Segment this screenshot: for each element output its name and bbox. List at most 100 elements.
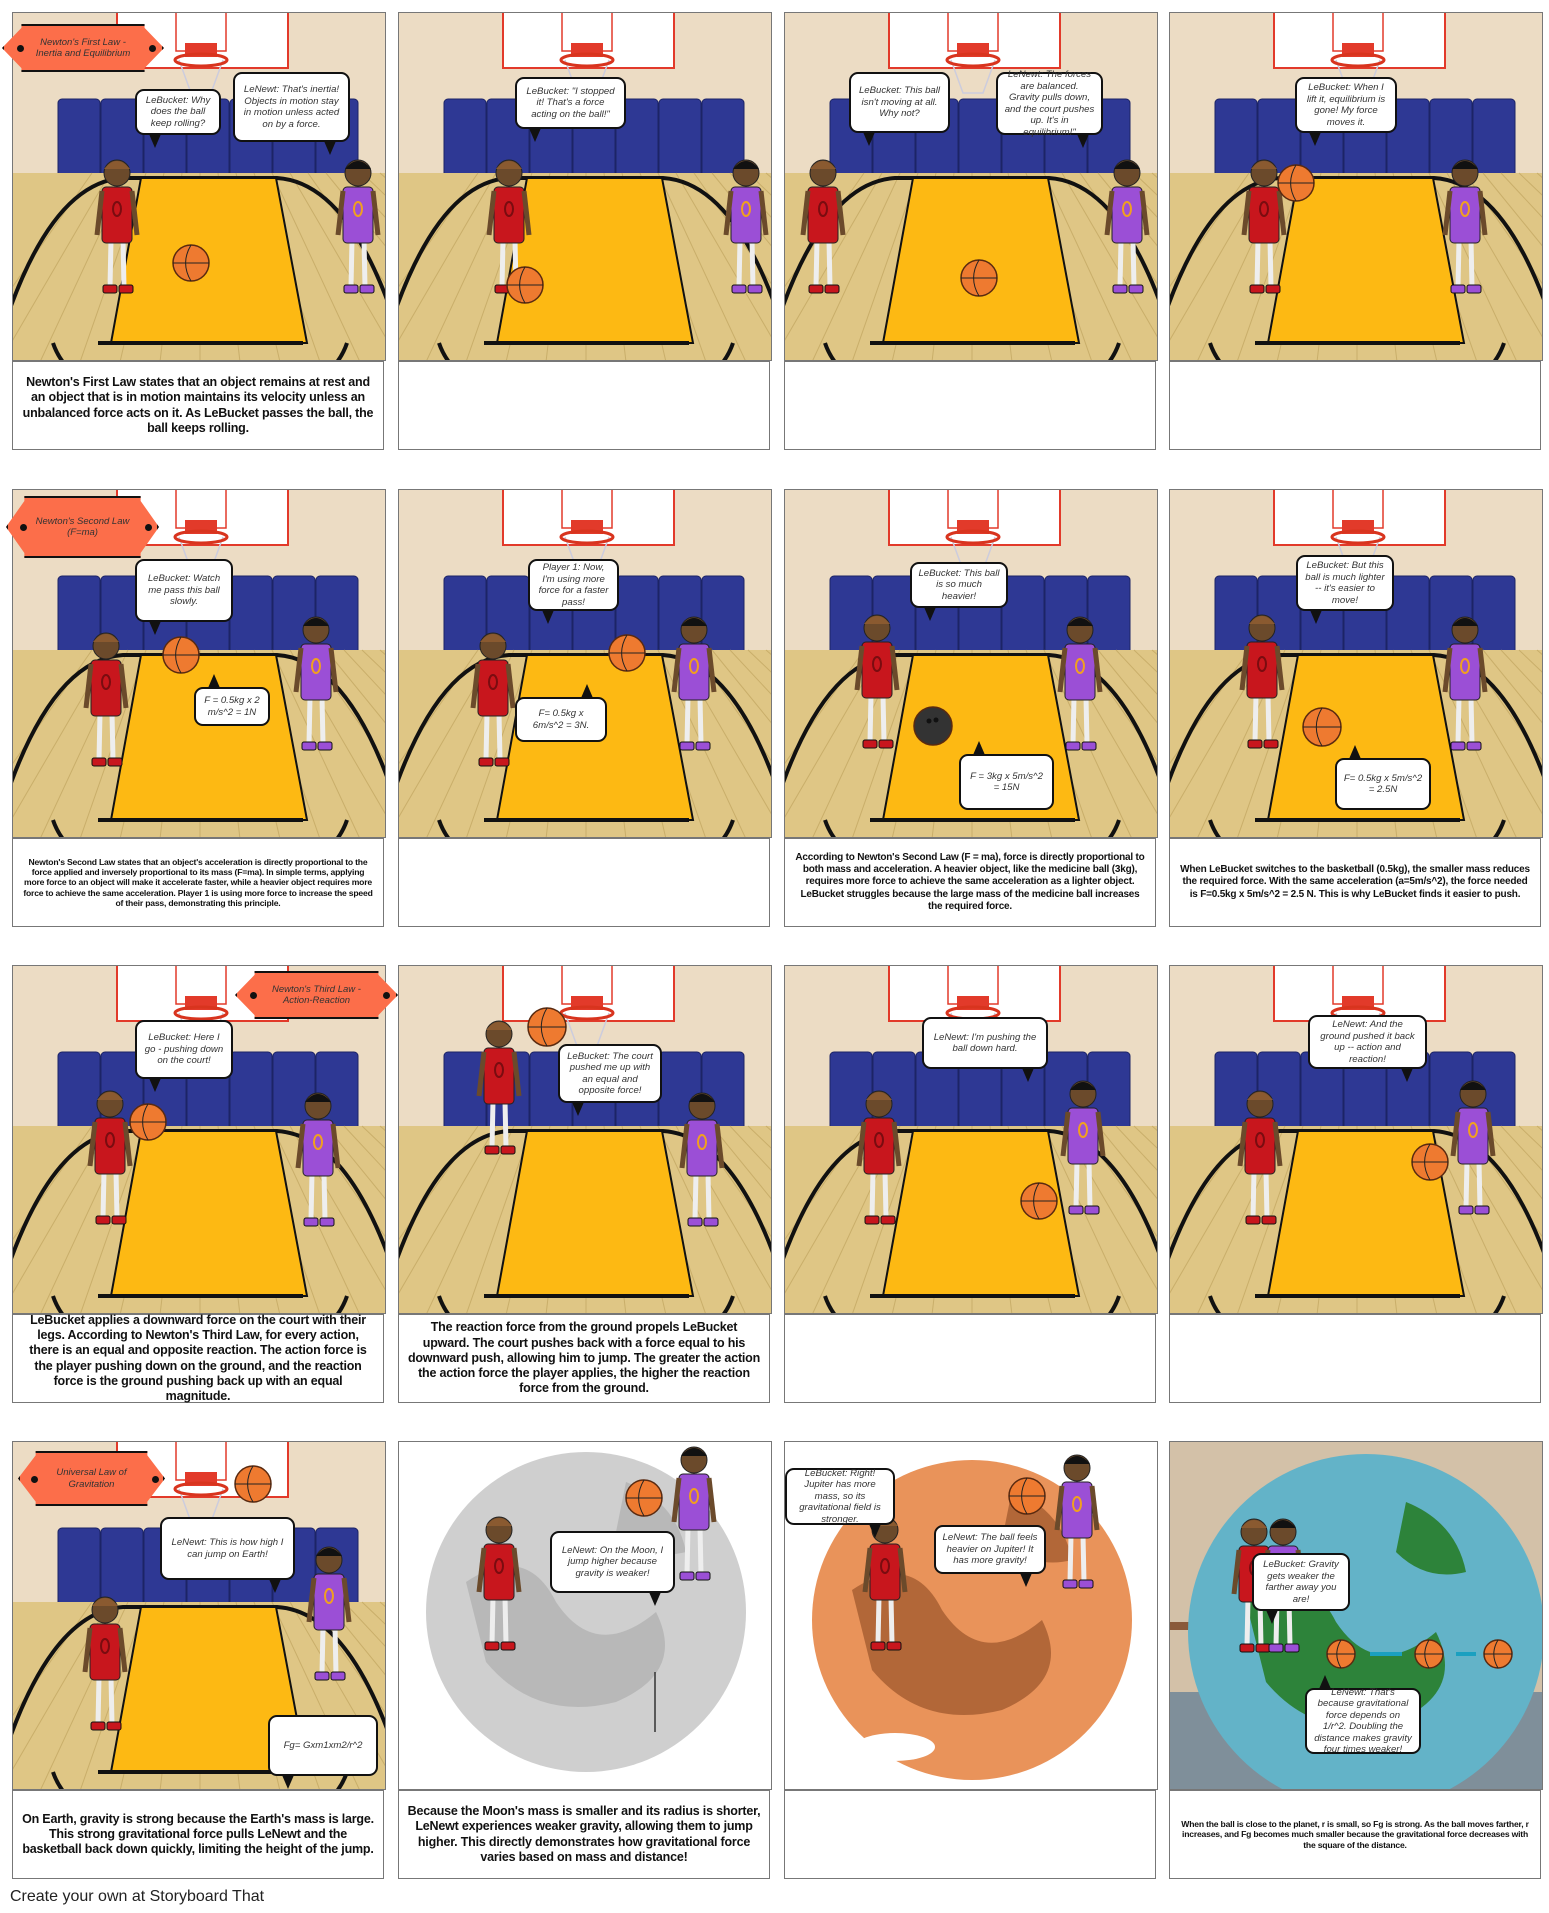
backboard	[502, 13, 675, 69]
panel-caption	[784, 361, 1156, 450]
storyboard-panel-1: LeBucket: Why does the ball keep rolling…	[2, 12, 386, 452]
basketball	[129, 1103, 167, 1141]
storyboard-panel-5: LeBucket: Watch me pass this ball slowly…	[6, 489, 386, 929]
formula-bubble: F= 0.5kg x 6m/s^2 = 3N.	[515, 697, 607, 742]
court-key	[495, 1130, 695, 1297]
bubble-tail	[1310, 610, 1322, 624]
lenewt-player	[679, 1092, 725, 1227]
bubble-tail	[973, 741, 985, 755]
storyboard-panel-11: LeNewt: I'm pushing the ball down hard.	[784, 965, 1158, 1405]
speech-bubble: LeNewt: And the ground pushed it back up…	[1308, 1015, 1427, 1069]
formula-bubble: Fg= Gxm1xm2/r^2	[268, 1715, 378, 1776]
speech-bubble: LeNewt: The forces are balanced. Gravity…	[996, 69, 1103, 138]
bubble-tail	[649, 1592, 661, 1606]
storyboard-that-link[interactable]: Create your own at Storyboard That	[10, 1888, 265, 1905]
rim	[559, 529, 615, 545]
panel-caption	[1169, 1314, 1541, 1403]
storyboard-panel-10: LeBucket: The court pushed me up with an…	[398, 965, 772, 1405]
formula-bubble: F = 0.5kg x 2 m/s^2 = 1N	[194, 687, 270, 726]
basketball	[162, 636, 200, 674]
speech-bubble: LeNewt: The ball feels heavier on Jupite…	[934, 1525, 1046, 1574]
rim	[559, 1005, 615, 1021]
basketball	[1302, 707, 1342, 747]
lenewt-player	[306, 1546, 352, 1681]
bubble-tail	[269, 1579, 281, 1593]
bubble-tail	[869, 1524, 881, 1538]
backboard	[502, 490, 675, 546]
panel-scene: LeBucket: Gravity gets weaker the farthe…	[1169, 1441, 1543, 1790]
panel-scene: LeBucket: The court pushed me up with an…	[398, 965, 772, 1314]
basketball	[506, 266, 544, 304]
speech-bubble: LeBucket: "I stopped it! That's a force …	[515, 77, 626, 129]
rim	[173, 52, 229, 68]
panel-scene: LeBucket: This ball isn't moving at all.…	[784, 12, 1158, 361]
lebucket-player	[87, 1090, 133, 1225]
storyboard-panel-4: LeBucket: When I lift it, equilibrium is…	[1169, 12, 1543, 452]
lenewt-player	[1450, 1080, 1496, 1215]
banner-text: Universal Law of Gravitation	[56, 1467, 127, 1490]
bubble-tail	[863, 132, 875, 146]
bubble-tail	[572, 1102, 584, 1116]
lenewt-player	[1057, 616, 1103, 751]
storyboard-panel-16: LeBucket: Gravity gets weaker the farthe…	[1169, 1441, 1543, 1881]
panel-scene: Player 1: Now, I'm using more force for …	[398, 489, 772, 838]
banner-dot	[145, 524, 153, 531]
basketball	[625, 1479, 663, 1517]
panel-scene: LeBucket: Here I go - pushing down on th…	[12, 965, 386, 1314]
banner-text: Newton's Third Law - Action-Reaction	[272, 983, 361, 1006]
rim	[559, 52, 615, 68]
wall-pads	[443, 98, 745, 180]
backboard	[1273, 966, 1446, 1022]
panel-scene: LeBucket: This ball is so much heavier! F…	[784, 489, 1158, 838]
panel-scene: LeBucket: Right! Jupiter has more mass, …	[784, 1441, 1158, 1790]
panel-scene: LeNewt: And the ground pushed it back up…	[1169, 965, 1543, 1314]
panel-caption	[398, 838, 770, 927]
basketball	[1411, 1143, 1449, 1181]
basketball	[172, 244, 210, 282]
bubble-tail	[529, 128, 541, 142]
lenewt-player	[1060, 1080, 1106, 1215]
rim	[1330, 529, 1386, 545]
speech-bubble: LeNewt: That's inertia! Objects in motio…	[233, 72, 350, 142]
formula-bubble: F = 3kg x 5m/s^2 = 15N	[959, 754, 1054, 810]
panel-caption	[784, 1314, 1156, 1403]
panel-caption: LeBucket applies a downward force on the…	[12, 1313, 384, 1403]
storyboard-panel-13: LeNewt: This is how high I can jump on E…	[12, 1441, 386, 1881]
speech-bubble: LeBucket: Watch me pass this ball slowly…	[135, 559, 233, 622]
panel-scene: LeNewt: On the Moon, I jump higher becau…	[398, 1441, 772, 1790]
bubble-tail	[282, 1775, 294, 1789]
lebucket-player	[94, 159, 140, 294]
speech-bubble: LeNewt: I'm pushing the ball down hard.	[922, 1017, 1048, 1069]
storyboard-panel-14: LeNewt: On the Moon, I jump higher becau…	[398, 1441, 772, 1881]
bubble-tail	[324, 141, 336, 155]
bubble-tail	[149, 134, 161, 148]
lebucket-player	[476, 1020, 522, 1155]
basketball	[1277, 164, 1315, 202]
storyboard-panel-9: LeBucket: Here I go - pushing down on th…	[12, 965, 398, 1405]
lebucket-player	[800, 159, 846, 294]
net	[950, 59, 996, 94]
panel-scene: LeNewt: I'm pushing the ball down hard.	[784, 965, 1158, 1314]
rim	[173, 1005, 229, 1021]
lebucket-player	[83, 632, 129, 767]
bubble-tail	[1309, 132, 1321, 146]
speech-bubble: LeBucket: But this ball is much lighter …	[1296, 555, 1394, 611]
speech-bubble: LeBucket: Gravity gets weaker the farthe…	[1252, 1553, 1350, 1611]
panel-caption	[398, 361, 770, 450]
storyboard-panel-3: LeBucket: This ball isn't moving at all.…	[784, 12, 1158, 452]
rim	[1330, 52, 1386, 68]
lenewt-player	[1054, 1454, 1100, 1589]
basketball	[1414, 1639, 1444, 1669]
basketball	[608, 634, 646, 672]
storyboard-panel-12: LeNewt: And the ground pushed it back up…	[1169, 965, 1543, 1405]
backboard	[888, 490, 1061, 546]
banner-text: Newton's First Law - Inertia and Equilib…	[35, 36, 131, 59]
lebucket-player	[1237, 1090, 1283, 1225]
speech-bubble: LeBucket: This ball isn't moving at all.…	[849, 72, 950, 133]
backboard	[1273, 13, 1446, 69]
medicine-ball	[913, 706, 953, 746]
banner-dot	[151, 1475, 159, 1483]
speech-bubble: LeBucket: This ball is so much heavier!	[910, 562, 1008, 608]
panel-scene: LeBucket: When I lift it, equilibrium is…	[1169, 12, 1543, 361]
speech-bubble: LeNewt: On the Moon, I jump higher becau…	[550, 1531, 675, 1593]
